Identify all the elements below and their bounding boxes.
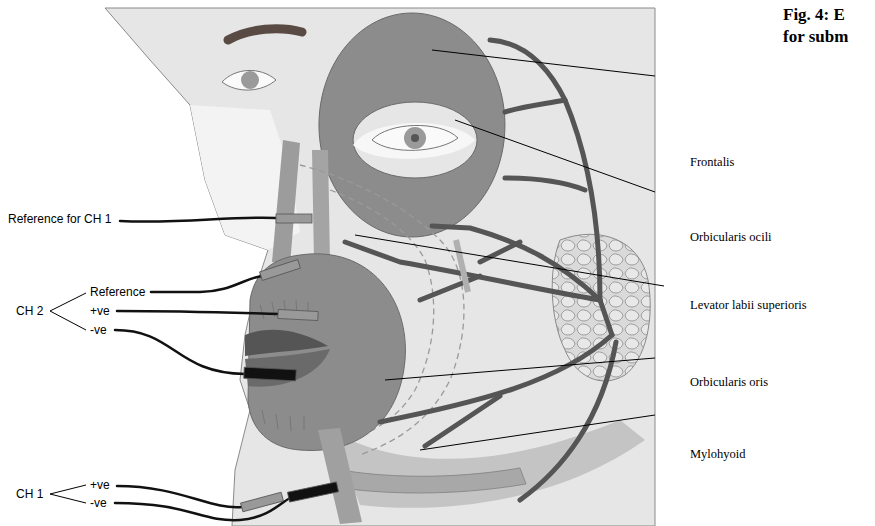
levator-muscle: [312, 150, 330, 262]
channel-label: CH 2: [16, 304, 43, 318]
muscle-label: Levator labii superioris: [690, 298, 807, 313]
orbicularis-oculi-muscle: [411, 134, 419, 142]
leader-line: [385, 358, 655, 380]
leader-line: [432, 50, 655, 76]
duct-line: [456, 240, 468, 292]
leader-line: [355, 235, 664, 286]
facial-nerve: [520, 342, 616, 500]
electrode: [241, 492, 284, 512]
electrode: [241, 214, 339, 512]
parotid-gland: [552, 234, 650, 381]
label-anchor: CH 2: [16, 304, 43, 318]
orbicularis-oculi-muscle: [319, 13, 505, 237]
muscle-label: Orbicularis ocili: [690, 230, 772, 245]
channel-label: CH 1: [16, 487, 43, 501]
muscle-label: Frontalis: [690, 155, 734, 170]
polarity-label: -ve: [90, 496, 107, 510]
levator-muscle: [272, 140, 300, 265]
far-eye: [222, 29, 302, 90]
bracket-line: [50, 293, 86, 330]
orbicularis-oculi-muscle: [372, 125, 458, 150]
mylohyoid-muscle: [318, 428, 362, 524]
facial-nerve: [505, 100, 565, 112]
electrode: [276, 214, 312, 223]
facial-nerve: [505, 178, 585, 190]
electrode-wire: [117, 311, 279, 314]
figure-title: Fig. 4: E for subm: [783, 4, 867, 48]
electrode: [244, 367, 297, 381]
label-anchor: Reference for CH 1: [8, 212, 111, 226]
facial-nerve: [345, 40, 616, 500]
facial-nerve: [420, 276, 480, 300]
orbicularis-oculi-muscle: [404, 127, 426, 149]
label-anchor: Orbicularis ocili: [690, 230, 772, 245]
label-anchor: Mylohyoid: [690, 447, 746, 462]
head-panel: [105, 8, 655, 526]
electrode: [288, 482, 339, 502]
muscle-label: Mylohyoid: [690, 447, 746, 462]
facial-nerve: [345, 242, 600, 300]
facial-nerve: [600, 300, 612, 335]
facial-nerve: [432, 226, 600, 300]
far-eye: [228, 29, 302, 40]
far-eye: [222, 70, 276, 90]
facial-nerve: [425, 396, 500, 446]
head-panel: [105, 8, 655, 526]
electrode-label: Reference for CH 1: [8, 212, 111, 226]
facial-nerve: [380, 335, 612, 422]
label-anchor: Frontalis: [690, 155, 734, 170]
leader-line: [455, 120, 655, 192]
label-anchor: -ve: [90, 323, 107, 337]
bracket-line: [50, 485, 86, 503]
mylohyoid-muscle: [318, 428, 526, 524]
leader-line: [355, 50, 664, 450]
bracket-line: [50, 293, 86, 503]
polarity-label: -ve: [90, 323, 107, 337]
polarity-label: +ve: [90, 478, 110, 492]
far-eye: [241, 71, 259, 89]
label-anchor: Levator labii superioris: [690, 298, 807, 313]
electrode-label: Reference: [90, 285, 145, 299]
duct-line: [456, 240, 468, 292]
label-anchor: Orbicularis oris: [690, 375, 768, 390]
label-anchor: CH 1: [16, 487, 43, 501]
levator-muscle: [272, 140, 330, 265]
label-anchor: -ve: [90, 496, 107, 510]
electrode: [260, 260, 301, 281]
label-anchor: +ve: [90, 304, 110, 318]
label-anchor: Reference: [90, 285, 145, 299]
mylohyoid-muscle: [330, 468, 526, 493]
parotid-gland: [552, 234, 650, 381]
leader-line: [420, 415, 655, 450]
head-panel: [330, 420, 645, 508]
orbicularis-oculi-muscle: [353, 123, 475, 159]
polarity-label: +ve: [90, 304, 110, 318]
electrode: [278, 309, 318, 320]
label-anchor: +ve: [90, 478, 110, 492]
electrode-wire: [115, 330, 245, 374]
electrode-wire: [120, 218, 276, 222]
muscle-label: Orbicularis oris: [690, 375, 768, 390]
electrode-wire: [151, 276, 262, 292]
orbicularis-oculi-muscle: [319, 13, 505, 237]
